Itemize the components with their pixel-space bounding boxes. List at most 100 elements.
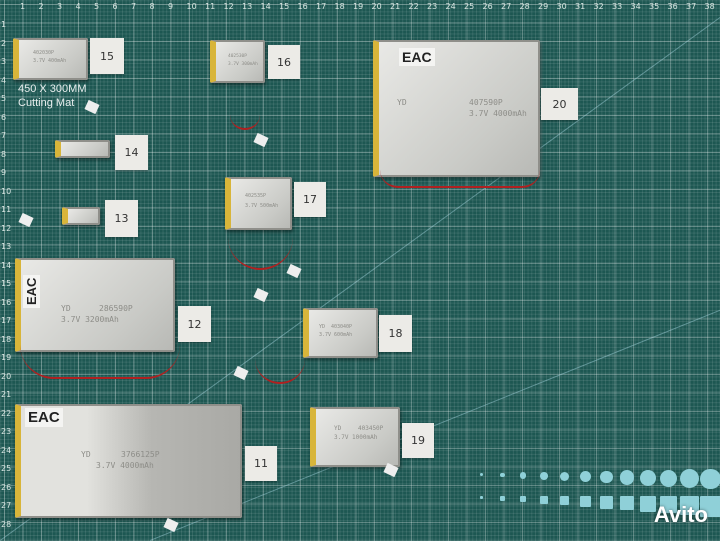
eac-mark: EAC [399, 48, 435, 66]
ruler-tick-label: 34 [630, 2, 641, 11]
battery-brand: YD [334, 425, 342, 432]
ruler-tick-label: 12 [223, 2, 234, 11]
template-square [640, 496, 656, 512]
battery-20: EAC YD 407590P 3.7V 4000mAh [373, 40, 540, 177]
mat-name-text: Cutting Mat [18, 97, 75, 109]
battery-19: YD 403450P 3.7V 1000mAh [310, 407, 400, 467]
battery-spec: 3.7V 300mAh [228, 62, 258, 67]
connector-tab [286, 263, 302, 279]
ruler-tick-label: 12 [1, 223, 12, 233]
battery-brand: YD [397, 98, 407, 107]
ruler-tick-label: 22 [408, 2, 419, 11]
ruler-tick-label: 21 [1, 390, 12, 399]
ruler-tick-label: 28 [1, 519, 12, 529]
battery-12: EAC YD 286590P 3.7V 3200mAh [15, 258, 175, 352]
ruler-tick-label: 15 [279, 2, 290, 11]
ruler-tick-label: 7 [1, 131, 7, 140]
ruler-tick-label: 1 [20, 2, 26, 11]
battery-spec: 3.7V 4000mAh [469, 109, 527, 118]
template-circle [680, 469, 699, 489]
label-card-19: 19 [402, 423, 434, 458]
battery-model: 402030P [33, 50, 55, 56]
ruler-tick-label: 13 [1, 242, 12, 251]
battery-wire [255, 340, 305, 384]
ruler-tick-label: 16 [297, 2, 308, 11]
battery-model: 402530P [228, 54, 247, 59]
battery-18: YD 403040P 3.7V 600mAh [303, 308, 378, 358]
label-card-20: 20 [541, 88, 578, 120]
label-card-11: 11 [245, 446, 277, 481]
ruler-tick-label: 33 [612, 2, 623, 11]
ruler-tick-label: 31 [575, 2, 586, 11]
ruler-tick-label: 28 [519, 2, 530, 11]
template-square [560, 496, 570, 506]
ruler-tick-label: 23 [1, 427, 12, 436]
label-card-18: 18 [379, 315, 412, 352]
ruler-tick-label: 25 [1, 464, 12, 473]
ruler-tick-label: 9 [1, 168, 7, 177]
battery-brand: YD [319, 324, 326, 330]
ruler-tick-label: 3 [1, 57, 7, 66]
battery-11: EAC YD 3766125P 3.7V 4000mAh [15, 404, 242, 518]
battery-spec: 3.7V 500mAh [245, 203, 279, 209]
connector-tab [233, 365, 249, 381]
ruler-tick-label: 6 [112, 2, 118, 11]
template-square [660, 496, 678, 514]
template-circle [520, 472, 527, 479]
ruler-tick-label: 10 [1, 186, 12, 196]
ruler-tick-label: 2 [1, 38, 7, 48]
template-square [520, 496, 527, 503]
label-card-16: 16 [268, 45, 300, 79]
ruler-tick-label: 1 [1, 20, 7, 29]
battery-14 [55, 140, 110, 158]
template-square [480, 496, 483, 499]
eac-mark: EAC [23, 274, 40, 308]
connector-tab [253, 287, 269, 303]
ruler-tick-label: 4 [1, 75, 7, 85]
template-circle [600, 470, 613, 484]
template-circle [560, 471, 570, 482]
ruler-tick-label: 26 [1, 482, 12, 492]
battery-15: 402030P 3.7V 400mAh [13, 38, 88, 80]
connector-tab [84, 99, 100, 115]
ruler-tick-label: 2 [38, 2, 44, 11]
ruler-tick-label: 5 [94, 2, 100, 11]
template-square [680, 496, 699, 515]
ruler-tick-label: 14 [260, 2, 271, 11]
template-square [600, 496, 613, 509]
battery-model: 286590P [99, 304, 133, 313]
connector-tab [253, 132, 269, 148]
battery-model: 403450P [358, 425, 384, 432]
label-card-14: 14 [115, 135, 148, 170]
ruler-tick-label: 18 [334, 2, 345, 11]
ruler-tick-label: 21 [390, 2, 401, 11]
battery-spec: 3.7V 1000mAh [334, 434, 378, 441]
ruler-tick-label: 10 [186, 2, 197, 11]
template-circle [480, 473, 483, 477]
connector-tab [18, 212, 34, 228]
avito-watermark: Avito [653, 502, 708, 527]
ruler-tick-label: 22 [1, 408, 12, 418]
template-circle [540, 472, 548, 480]
ruler-tick-label: 24 [445, 2, 456, 11]
ruler-tick-label: 15 [1, 279, 12, 288]
battery-brand: YD [61, 304, 71, 313]
ruler-tick-label: 37 [686, 2, 697, 11]
ruler-tick-label: 29 [538, 2, 549, 11]
ruler-tick-label: 26 [482, 2, 493, 11]
battery-spec: 3.7V 400mAh [33, 58, 67, 64]
ruler-tick-label: 38 [704, 2, 715, 11]
label-card-17: 17 [294, 182, 326, 217]
ruler-tick-label: 18 [1, 334, 12, 344]
battery-wire [20, 345, 180, 379]
label-card-12: 12 [178, 306, 211, 342]
battery-brand: YD [81, 450, 91, 459]
template-circle [660, 469, 678, 488]
ruler-tick-label: 25 [464, 2, 475, 11]
mat-circle-template [470, 462, 720, 540]
template-square [540, 496, 548, 504]
battery-13 [62, 207, 100, 225]
label-card-13: 13 [105, 200, 138, 237]
